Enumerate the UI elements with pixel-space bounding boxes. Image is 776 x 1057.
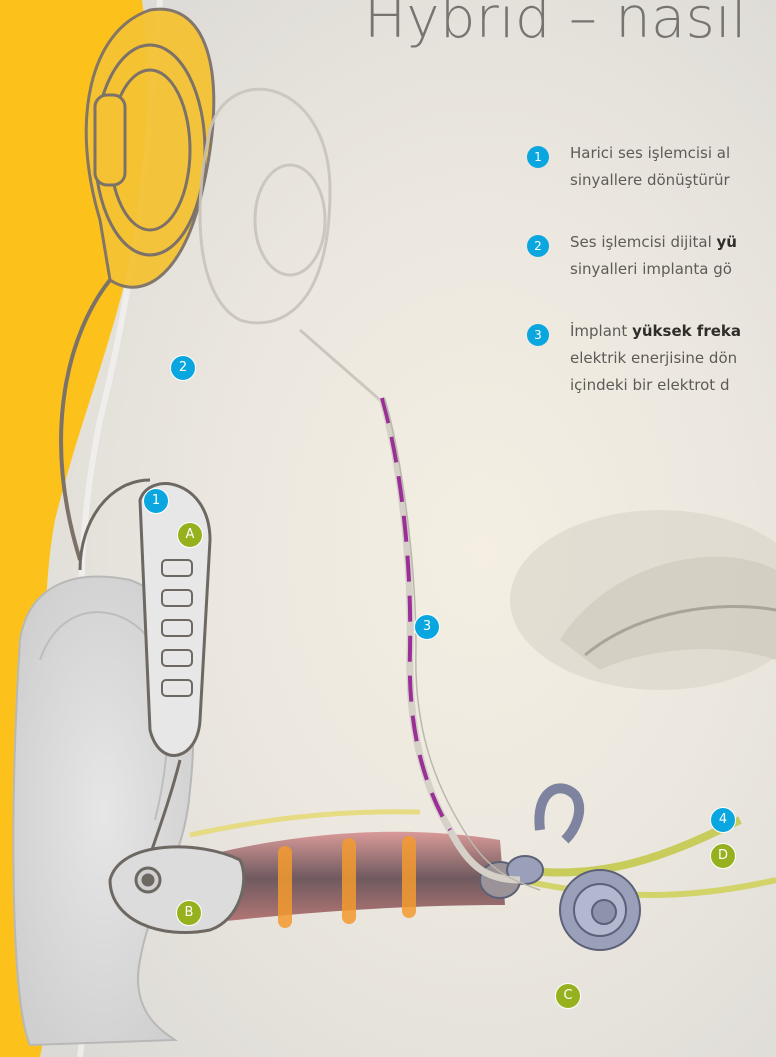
marker-3: 3: [414, 614, 440, 640]
marker-1: 1: [143, 488, 169, 514]
step-1-text: Harici ses işlemcisi al sinyallere dönüş…: [570, 140, 730, 194]
marker-b: B: [176, 900, 202, 926]
bte-processor: [140, 484, 210, 756]
marker-2: 2: [170, 355, 196, 381]
marker-4: 4: [710, 807, 736, 833]
step-3-text: İmplant yüksek freka elektrik enerjisine…: [570, 318, 741, 399]
marker-c: C: [555, 983, 581, 1009]
marker-a: A: [177, 522, 203, 548]
step-2-text: Ses işlemcisi dijital yü sinyalleri impl…: [570, 229, 737, 283]
page-title: Hybrid – nasıl: [364, 0, 747, 51]
step-1-number: 1: [527, 146, 549, 168]
step-2-number: 2: [527, 235, 549, 257]
step-3-number: 3: [527, 324, 549, 346]
marker-d: D: [710, 843, 736, 869]
